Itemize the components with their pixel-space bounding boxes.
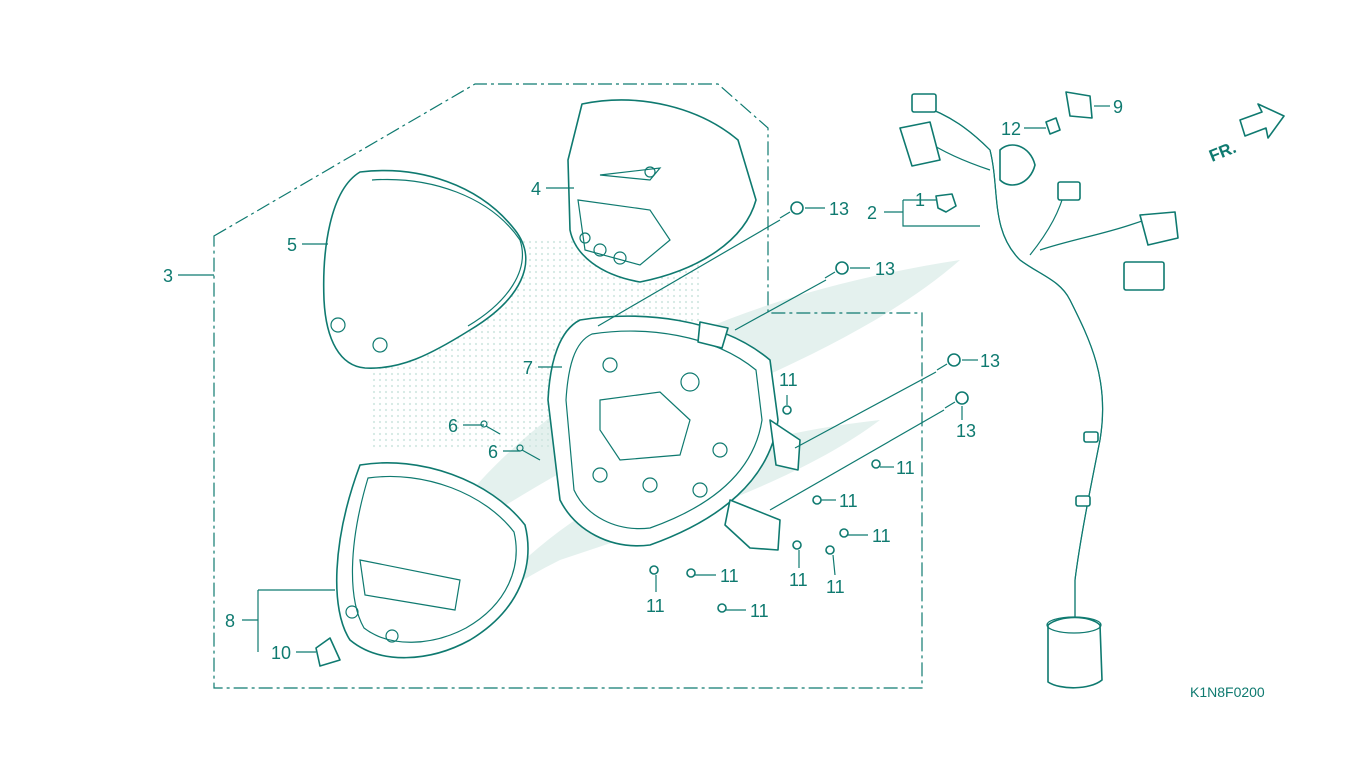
screws-11 (649, 405, 881, 613)
callout-6a: 6 (448, 416, 458, 436)
wire-harness (899, 93, 1179, 689)
callout-13a: 13 (829, 199, 849, 219)
meter-unit (567, 99, 757, 283)
callout-3: 3 (163, 266, 173, 286)
screw-pins (480, 420, 541, 461)
callout-9: 9 (1113, 97, 1123, 117)
callout-6b: 6 (488, 442, 498, 462)
callout-13d: 13 (956, 421, 976, 441)
callout-13c: 13 (980, 351, 1000, 371)
bolt-part (1045, 117, 1061, 135)
leader-lines (178, 105, 1110, 653)
switch-part (1065, 91, 1093, 119)
callout-11e: 11 (789, 570, 808, 590)
callout-1: 1 (915, 190, 925, 210)
front-direction-arrow: FR. (1206, 103, 1285, 166)
callout-labels: 1 2 3 4 5 6 6 7 8 9 10 11 11 11 11 11 11… (163, 97, 1265, 700)
callout-4: 4 (531, 179, 541, 199)
label-sticker (315, 637, 341, 667)
callout-13b: 13 (875, 259, 895, 279)
callout-11c: 11 (839, 491, 858, 511)
callout-11g: 11 (646, 596, 665, 616)
connector-part (935, 193, 957, 213)
callout-8: 8 (225, 611, 235, 631)
callout-2: 2 (867, 203, 877, 223)
callout-7: 7 (523, 358, 533, 378)
callout-11b: 11 (896, 458, 915, 478)
callout-11f: 11 (826, 577, 845, 597)
meter-case (547, 315, 801, 551)
callout-11h: 11 (720, 566, 739, 586)
assembly-outline (213, 83, 923, 689)
callout-10: 10 (271, 643, 291, 663)
meter-lower-housing (335, 462, 529, 659)
meter-lens (322, 169, 527, 369)
drawing-code: K1N8F0200 (1190, 684, 1265, 700)
callout-11a: 11 (779, 370, 798, 390)
callout-5: 5 (287, 235, 297, 255)
callout-11d: 11 (872, 526, 891, 546)
screws-13 (779, 201, 969, 409)
callout-11i: 11 (750, 601, 769, 621)
callout-12: 12 (1001, 119, 1021, 139)
front-label: FR. (1206, 138, 1239, 166)
